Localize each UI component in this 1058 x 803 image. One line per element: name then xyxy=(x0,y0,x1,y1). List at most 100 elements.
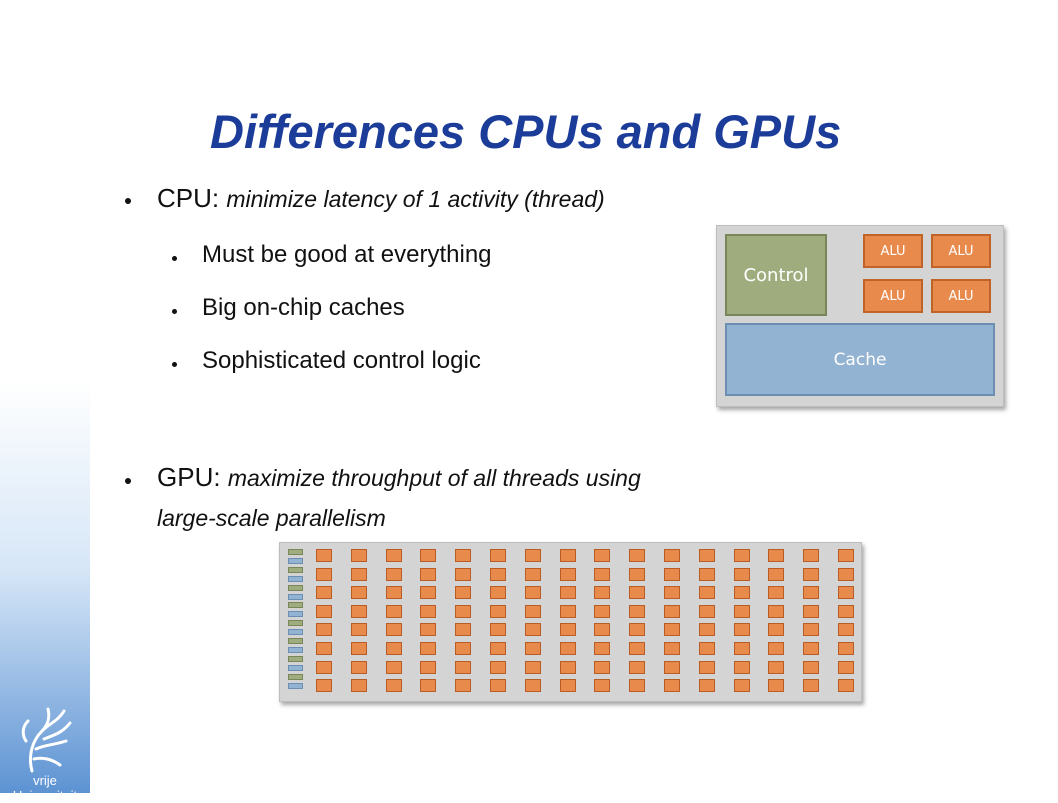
gpu-alu-cell xyxy=(420,549,437,562)
bullet-dot xyxy=(172,362,177,367)
gpu-alu-cell xyxy=(524,586,541,600)
gpu-alu-cell xyxy=(420,660,437,674)
gpu-alu-cell xyxy=(455,642,472,655)
alu-block: ALU xyxy=(863,279,923,313)
alu-block: ALU xyxy=(931,279,991,313)
gpu-alu-cell xyxy=(698,567,715,581)
gpu-alu-cell xyxy=(350,604,367,618)
gpu-alu-cell xyxy=(524,623,541,637)
gpu-alu-cell xyxy=(350,623,367,637)
gpu-alu-cell xyxy=(420,679,437,693)
gpu-alu-cell xyxy=(455,660,472,674)
gpu-bullet-lead: GPU: xyxy=(157,462,221,492)
gpu-alu-cell xyxy=(594,586,611,600)
gpu-alu-cell xyxy=(803,549,820,562)
gpu-bullet-continued: large-scale parallelism xyxy=(157,502,386,533)
gpu-alu-cell xyxy=(420,642,437,655)
gpu-alu-cell xyxy=(455,567,472,581)
gpu-alu-cell xyxy=(629,679,646,693)
gpu-bullet-desc: maximize throughput of all threads using xyxy=(227,465,641,491)
gpu-alu-cell xyxy=(803,586,820,600)
gpu-alu-cell xyxy=(455,586,472,600)
gpu-alu-cell xyxy=(559,679,576,693)
slide-title: Differences CPUs and GPUs xyxy=(210,105,842,158)
cache-block: Cache xyxy=(725,323,995,396)
gpu-alu-cell xyxy=(803,604,820,618)
gpu-alu-cell xyxy=(350,567,367,581)
gpu-alu-cell xyxy=(350,679,367,693)
cpu-sub-item: Sophisticated control logic xyxy=(202,347,481,374)
gpu-alu-cell xyxy=(316,679,332,693)
gpu-alu-cell xyxy=(733,642,750,655)
gpu-alu-cell xyxy=(524,660,541,674)
gpu-alu-cell xyxy=(838,623,854,637)
gpu-cache-bar xyxy=(288,629,303,636)
gpu-alu-cell xyxy=(664,660,680,674)
gpu-alu-cell xyxy=(629,642,646,655)
gpu-cache-bar xyxy=(288,611,303,618)
bullet-dot xyxy=(125,478,131,484)
gpu-alu-cell xyxy=(594,549,611,562)
gpu-alu-cell xyxy=(490,660,506,674)
gpu-alu-cell xyxy=(490,679,506,693)
gpu-alu-cell xyxy=(629,549,646,562)
gpu-alu-cell xyxy=(420,567,437,581)
gpu-control-bar xyxy=(288,584,303,591)
gpu-alu-cell xyxy=(838,642,854,655)
gpu-alu-cell xyxy=(316,549,332,562)
gpu-alu-cell xyxy=(316,623,332,637)
gpu-alu-cell xyxy=(316,660,332,674)
gpu-alu-cell xyxy=(420,586,437,600)
bullet-dot xyxy=(125,198,131,204)
gpu-alu-cell xyxy=(490,549,506,562)
university-logo: vrije Universiteit xyxy=(0,695,90,803)
gpu-alu-cell xyxy=(733,660,750,674)
gpu-alu-cell xyxy=(559,642,576,655)
gpu-alu-cell xyxy=(385,660,402,674)
gpu-alu-cell xyxy=(768,642,785,655)
gpu-alu-cell xyxy=(838,549,854,562)
gpu-control-bar xyxy=(288,673,303,680)
gpu-cache-bar xyxy=(288,593,303,600)
gpu-alu-cell xyxy=(524,549,541,562)
gpu-cache-bar xyxy=(288,646,303,653)
gpu-alu-cell xyxy=(316,604,332,618)
gpu-alu-cell xyxy=(838,604,854,618)
gpu-alu-cell xyxy=(420,623,437,637)
gpu-alu-cell xyxy=(803,660,820,674)
cpu-bullet-lead: CPU: xyxy=(157,183,220,213)
gpu-cache-bar xyxy=(288,664,303,671)
gpu-alu-cell xyxy=(664,679,680,693)
alu-block: ALU xyxy=(863,234,923,268)
gpu-alu-cell xyxy=(385,642,402,655)
gpu-alu-cell xyxy=(664,623,680,637)
gpu-alu-cell xyxy=(768,549,785,562)
gpu-alu-cell xyxy=(316,642,332,655)
gpu-alu-cell xyxy=(664,549,680,562)
gpu-alu-cell xyxy=(420,604,437,618)
gpu-alu-cell xyxy=(385,567,402,581)
gpu-alu-cell xyxy=(490,586,506,600)
gpu-alu-cell xyxy=(733,623,750,637)
gpu-alu-cell xyxy=(698,660,715,674)
gpu-alu-cell xyxy=(385,623,402,637)
gpu-alu-cell xyxy=(455,623,472,637)
gpu-control-bar xyxy=(288,655,303,662)
gpu-alu-cell xyxy=(733,567,750,581)
gpu-alu-cell xyxy=(455,679,472,693)
gpu-alu-cell xyxy=(698,549,715,562)
gpu-alu-cell xyxy=(768,660,785,674)
gpu-alu-cell xyxy=(490,567,506,581)
gpu-alu-cell xyxy=(698,623,715,637)
gpu-control-bar xyxy=(288,620,303,627)
gpu-cache-bar xyxy=(288,682,303,689)
gpu-alu-cell xyxy=(385,586,402,600)
cpu-sub-item: Big on-chip caches xyxy=(202,294,405,321)
gpu-diagram xyxy=(279,542,862,702)
gpu-alu-cell xyxy=(316,567,332,581)
gpu-alu-cell xyxy=(838,679,854,693)
gpu-alu-cell xyxy=(594,660,611,674)
gpu-alu-cell xyxy=(490,623,506,637)
gpu-alu-cell xyxy=(803,679,820,693)
gpu-alu-cell xyxy=(768,679,785,693)
